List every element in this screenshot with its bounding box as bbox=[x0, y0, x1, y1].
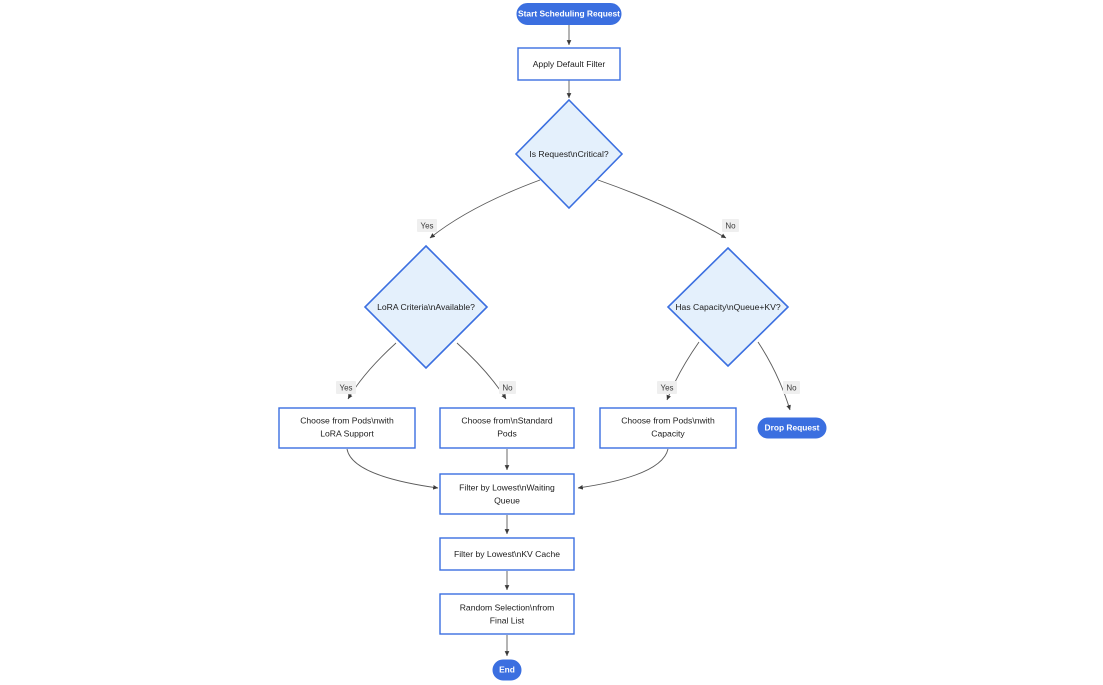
node-choose-standard-pods-label-line2: Pods bbox=[497, 428, 517, 438]
edge-critical-yes-to-lora-criteria bbox=[429, 179, 541, 239]
node-lora-criteria-available-label: LoRA Criteria\nAvailable? bbox=[377, 302, 475, 312]
node-choose-capacity-pods-label-line2: Capacity bbox=[651, 428, 685, 438]
node-filter-waiting-queue-label-line2: Queue bbox=[494, 495, 520, 505]
node-apply-default-filter[interactable]: Apply Default Filter bbox=[517, 47, 621, 81]
edge-label-group: Yes No Yes No Yes No bbox=[336, 219, 800, 394]
node-has-capacity-shape[interactable] bbox=[666, 246, 790, 368]
edge-label-text: Yes bbox=[660, 384, 673, 393]
node-apply-default-filter-shape[interactable] bbox=[517, 47, 621, 81]
node-choose-capacity-pods-shape[interactable] bbox=[599, 407, 737, 449]
node-choose-lora-pods-shape[interactable] bbox=[278, 407, 416, 449]
node-lora-criteria-available[interactable]: LoRA Criteria\nAvailable? bbox=[363, 244, 489, 370]
edge-label-critical-no: No bbox=[722, 219, 739, 232]
node-drop-request[interactable]: Drop Request bbox=[757, 417, 827, 439]
node-random-selection-label-line1: Random Selection\nfrom bbox=[460, 602, 555, 612]
edge-capacity-yes-to-choose-capacity-pods bbox=[666, 341, 700, 401]
node-drop-request-label: Drop Request bbox=[765, 423, 820, 433]
node-is-request-critical-shape[interactable] bbox=[514, 98, 624, 210]
node-filter-kv-cache-label: Filter by Lowest\nKV Cache bbox=[454, 549, 560, 559]
node-choose-standard-pods-label-line1: Choose from\nStandard bbox=[461, 415, 552, 425]
node-choose-standard-pods-shape[interactable] bbox=[439, 407, 575, 449]
edge-label-text: No bbox=[725, 222, 736, 231]
node-apply-default-filter-label: Apply Default Filter bbox=[533, 59, 606, 69]
node-is-request-critical-label: Is Request\nCritical? bbox=[529, 149, 609, 159]
node-choose-lora-pods[interactable]: Choose from Pods\nwith LoRA Support bbox=[278, 407, 416, 449]
edge-label-text: Yes bbox=[420, 222, 433, 231]
edge-label-capacity-yes: Yes bbox=[657, 381, 677, 394]
node-choose-standard-pods[interactable]: Choose from\nStandard Pods bbox=[439, 407, 575, 449]
node-choose-lora-pods-label-line1: Choose from Pods\nwith bbox=[300, 415, 394, 425]
node-has-capacity-label: Has Capacity\nQueue+KV? bbox=[675, 302, 781, 312]
node-has-capacity[interactable]: Has Capacity\nQueue+KV? bbox=[666, 246, 790, 368]
edge-label-critical-yes: Yes bbox=[417, 219, 437, 232]
edge-choose-lora-pods-to-filter-waiting-queue bbox=[346, 448, 439, 490]
node-start[interactable]: Start Scheduling Request bbox=[516, 3, 622, 25]
edge-label-capacity-no: No bbox=[783, 381, 800, 394]
node-choose-capacity-pods[interactable]: Choose from Pods\nwith Capacity bbox=[599, 407, 737, 449]
node-random-selection-label-line2: Final List bbox=[490, 615, 525, 625]
edge-capacity-no-to-drop-request bbox=[757, 341, 791, 411]
node-is-request-critical[interactable]: Is Request\nCritical? bbox=[514, 98, 624, 210]
edge-label-lora-yes: Yes bbox=[336, 381, 356, 394]
node-filter-kv-cache[interactable]: Filter by Lowest\nKV Cache bbox=[439, 537, 575, 571]
edge-label-text: No bbox=[786, 384, 797, 393]
node-start-shape[interactable] bbox=[516, 3, 622, 25]
node-end[interactable]: End bbox=[492, 659, 522, 681]
edge-choose-capacity-pods-to-filter-waiting-queue bbox=[577, 448, 669, 490]
edge-group bbox=[346, 25, 791, 657]
node-filter-waiting-queue-label-line1: Filter by Lowest\nWaiting bbox=[459, 482, 555, 492]
node-choose-capacity-pods-label-line1: Choose from Pods\nwith bbox=[621, 415, 715, 425]
node-end-shape[interactable] bbox=[492, 659, 522, 681]
node-filter-waiting-queue[interactable]: Filter by Lowest\nWaiting Queue bbox=[439, 473, 575, 515]
node-random-selection-shape[interactable] bbox=[439, 593, 575, 635]
node-start-label: Start Scheduling Request bbox=[518, 9, 620, 19]
node-filter-waiting-queue-shape[interactable] bbox=[439, 473, 575, 515]
edge-label-lora-no: No bbox=[499, 381, 516, 394]
node-drop-request-shape[interactable] bbox=[757, 417, 827, 439]
node-filter-kv-cache-shape[interactable] bbox=[439, 537, 575, 571]
edge-label-text: No bbox=[502, 384, 513, 393]
node-end-label: End bbox=[499, 665, 515, 675]
node-choose-lora-pods-label-line2: LoRA Support bbox=[320, 428, 374, 438]
edge-label-text: Yes bbox=[339, 384, 352, 393]
edge-critical-no-to-has-capacity bbox=[597, 179, 727, 239]
node-random-selection[interactable]: Random Selection\nfrom Final List bbox=[439, 593, 575, 635]
edge-lora-no-to-choose-standard-pods bbox=[456, 342, 507, 400]
node-lora-criteria-available-shape[interactable] bbox=[363, 244, 489, 370]
